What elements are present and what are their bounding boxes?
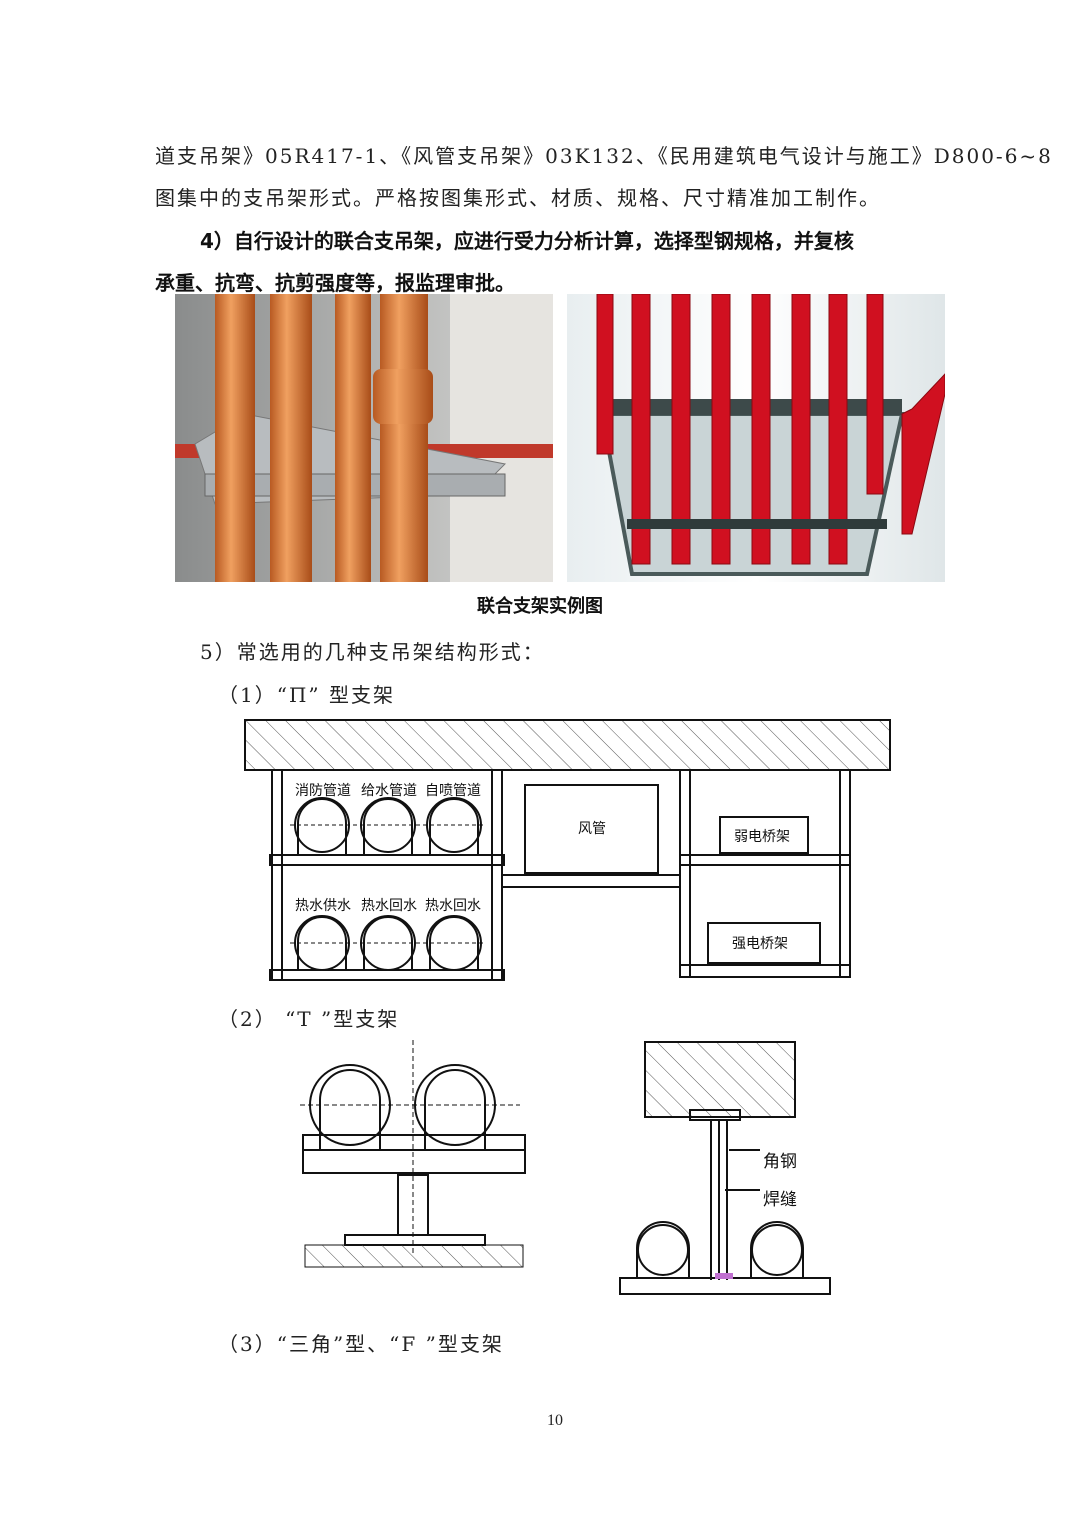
subsection-heading: （2） “T ”型支架 [218, 1007, 400, 1031]
paragraph-line: 图集中的支吊架形式。严格按图集形式、材质、规格、尺寸精准加工制作。 [155, 186, 881, 210]
label-duct: 风管 [578, 821, 606, 837]
bold-paragraph-line: 4）自行设计的联合支吊架，应进行受力分析计算，选择型钢规格，并复核 [200, 229, 854, 253]
figure-caption: 联合支架实例图 [477, 596, 603, 617]
label-hot-water-return-1: 热水回水 [361, 898, 417, 914]
label-fire-pipe: 消防管道 [295, 783, 351, 799]
label-hot-water-supply: 热水供水 [295, 898, 351, 914]
photo-red-pipes [567, 293, 946, 582]
label-strong-current-tray: 强电桥架 [732, 936, 788, 952]
paragraph-line: 道支吊架》05R417-1、《风管支吊架》03K132、《民用建筑电气设计与施工… [155, 144, 1053, 168]
label-weak-current-tray: 弱电桥架 [734, 829, 790, 845]
list-item-heading: 5）常选用的几种支吊架结构形式： [200, 640, 545, 664]
t-type-hanger-diagram: 角钢 焊缝 [615, 1040, 845, 1310]
photo-orange-pipes [175, 294, 553, 582]
page-number: 10 [547, 1412, 563, 1429]
label-hot-water-return-2: 热水回水 [425, 898, 481, 914]
t-type-floor-support-diagram [295, 1040, 535, 1280]
label-sprinkler-pipe: 自喷管道 [425, 783, 481, 799]
bold-paragraph-line: 承重、抗弯、抗剪强度等，报监理审批。 [155, 271, 515, 295]
pi-type-support-diagram: 消防管道 给水管道 自喷管道 热水供水 热水回水 热水回水 风管 弱电桥架 强电… [240, 715, 900, 990]
subsection-heading: （3）“三角”型、“F ”型支架 [218, 1332, 504, 1356]
label-weld: 焊缝 [763, 1190, 797, 1210]
label-water-supply-pipe: 给水管道 [361, 783, 417, 799]
label-angle-steel: 角钢 [763, 1152, 797, 1172]
subsection-heading: （1）“Π” 型支架 [218, 683, 395, 707]
